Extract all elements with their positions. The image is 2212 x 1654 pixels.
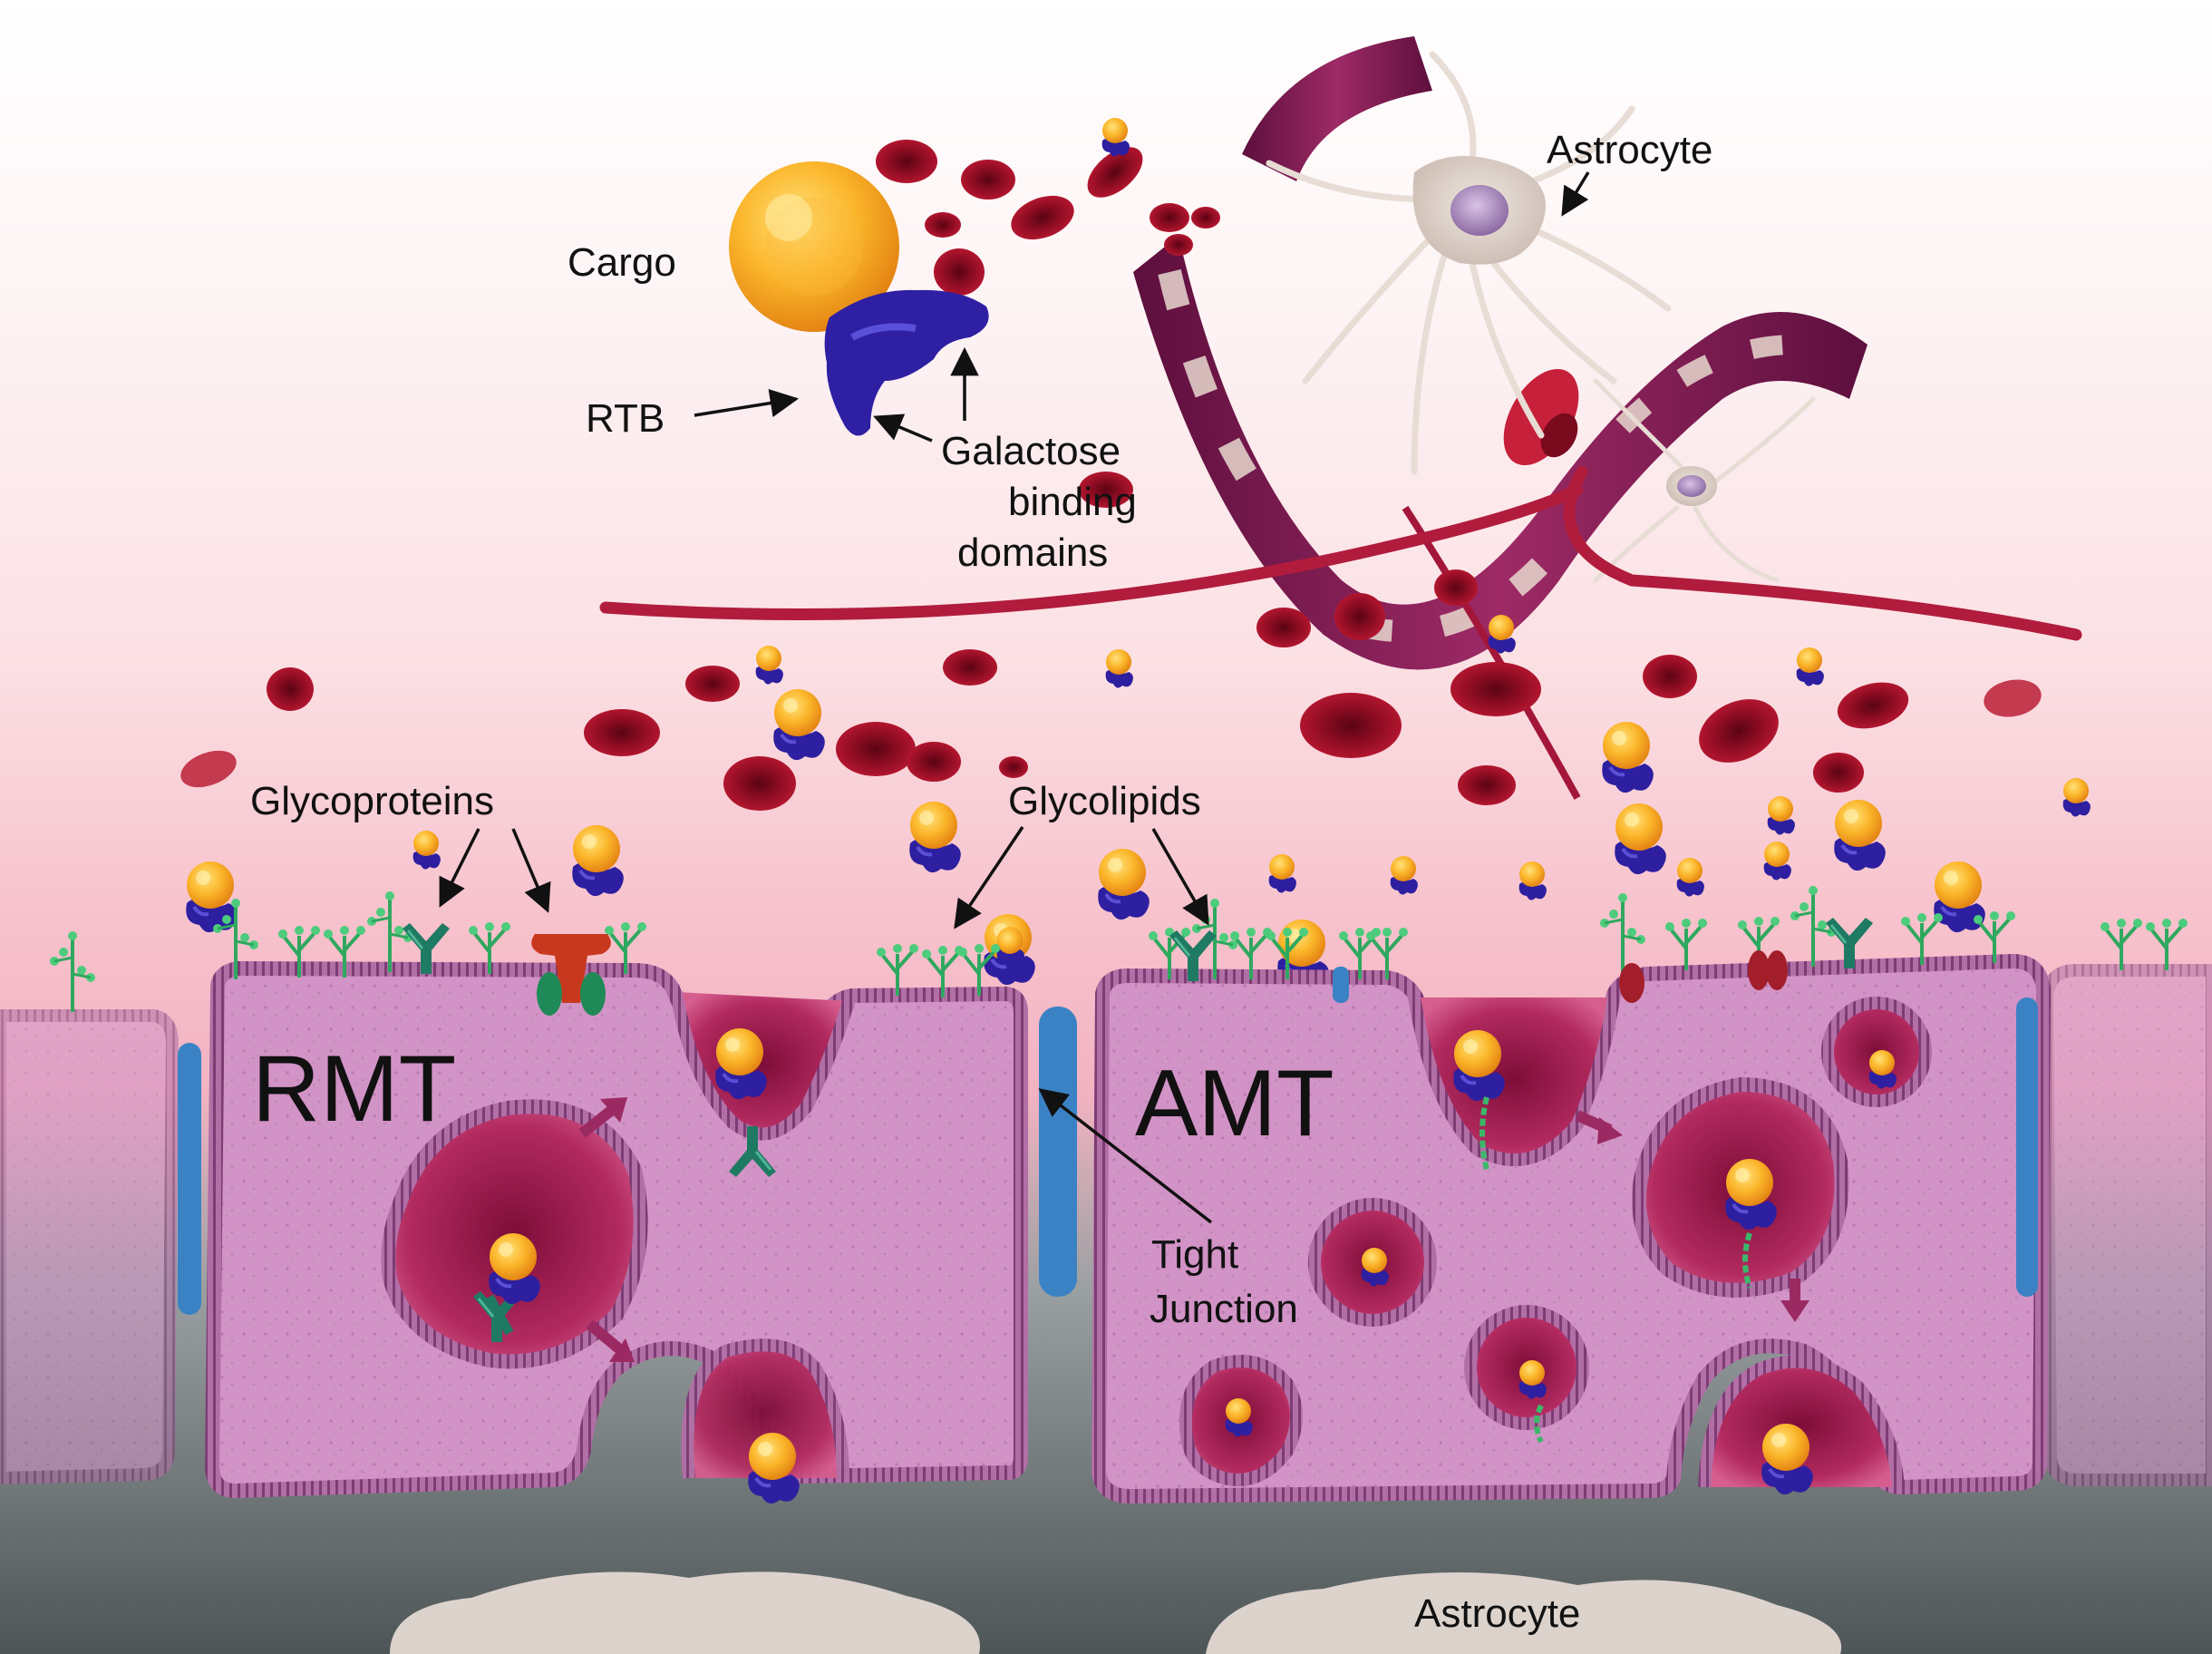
label-glycolipids: Glycolipids [1008, 779, 1201, 823]
cargo-rtb-conjugate [729, 161, 989, 436]
label-junction: Junction [1150, 1287, 1298, 1331]
label-glycoproteins: Glycoproteins [250, 779, 494, 823]
astrocyte-endfeet [390, 1571, 1842, 1654]
label-galactose-3: domains [957, 530, 1108, 575]
astrocyte-top-cell [1266, 51, 1816, 583]
label-rtb: RTB [586, 396, 665, 441]
label-galactose-2: binding [1008, 480, 1137, 524]
lumen-boundary [599, 483, 1584, 620]
red-blood-cells [180, 140, 2042, 811]
label-rmt: RMT [252, 1036, 456, 1142]
label-amt: AMT [1135, 1051, 1334, 1156]
label-cargo: Cargo [568, 240, 676, 285]
endothelial-cell-rmt [204, 960, 1028, 1506]
label-galactose-1: Galactose [941, 429, 1121, 473]
label-astrocyte-bottom: Astrocyte [1414, 1591, 1580, 1636]
endothelial-cell-amt [1091, 953, 2052, 1504]
labels: Cargo RTB Galactose binding domains Astr… [250, 128, 1712, 1636]
transporters [531, 934, 1788, 1016]
lumen-boundary-right [1563, 465, 2082, 641]
annotation-arrows [439, 171, 1590, 1224]
label-tight: Tight [1151, 1232, 1238, 1277]
rtb-lectin [824, 289, 989, 436]
label-astrocyte-top: Astrocyte [1547, 128, 1712, 172]
tight-junctions [178, 967, 2038, 1315]
neighbor-cells [0, 964, 2212, 1486]
